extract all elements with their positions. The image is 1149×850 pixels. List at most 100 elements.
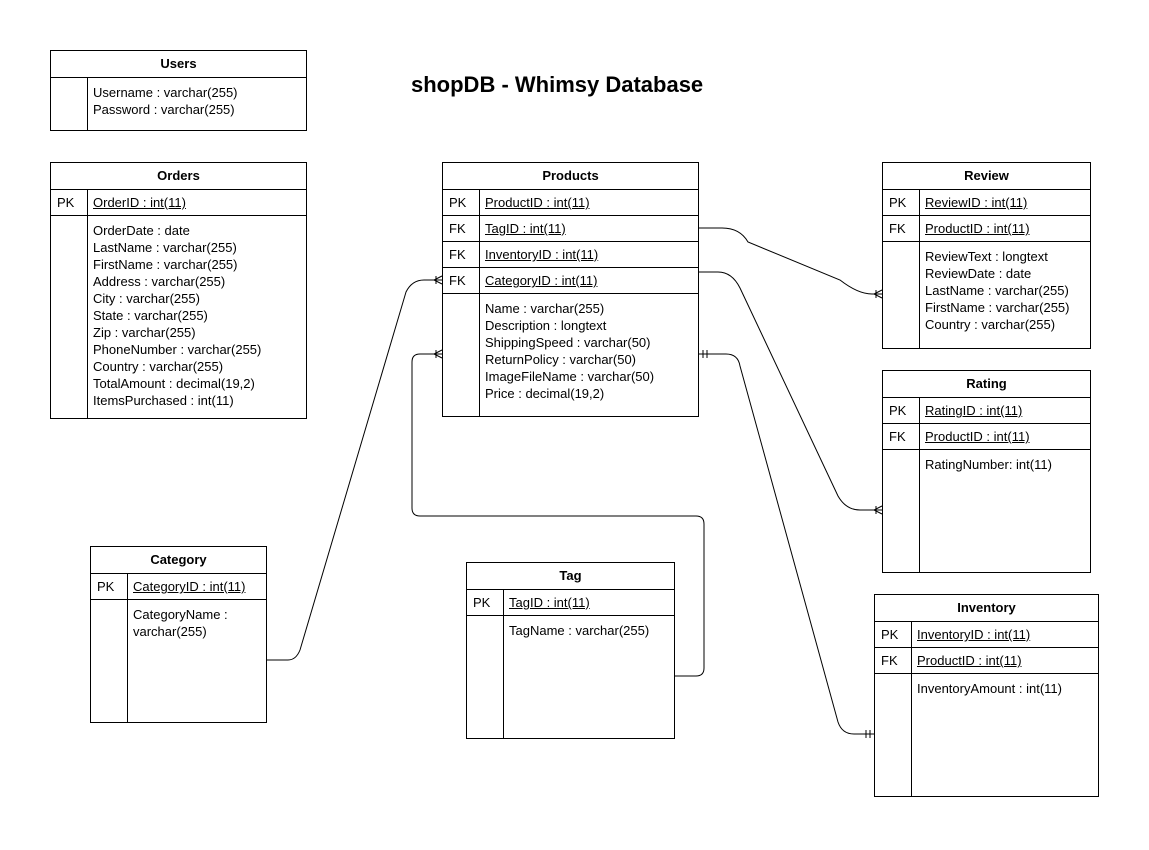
onlyone-inventory-icon xyxy=(865,730,871,738)
crowsfoot-products-category-icon xyxy=(432,275,443,285)
key-type: PK xyxy=(57,195,75,210)
key-type: PK xyxy=(97,579,115,594)
entity-title: Category xyxy=(91,547,266,574)
entity-title: Rating xyxy=(883,371,1090,398)
key-field: ProductID : int(11) xyxy=(485,195,590,210)
key-column-divider xyxy=(87,78,88,131)
key-column-divider xyxy=(87,190,88,419)
attribute-field: TotalAmount : decimal(19,2) xyxy=(93,376,255,391)
key-column-divider xyxy=(127,574,128,723)
attribute-field: InventoryAmount : int(11) xyxy=(917,681,1062,696)
attribute-field: Password : varchar(255) xyxy=(93,102,235,117)
attribute-field: FirstName : varchar(255) xyxy=(93,257,238,272)
link-category-products xyxy=(266,279,442,661)
attribute-field: ReviewDate : date xyxy=(925,266,1032,281)
key-row: FK ProductID : int(11) xyxy=(883,424,1090,450)
attribute-field: Price : decimal(19,2) xyxy=(485,386,605,401)
attribute-field: PhoneNumber : varchar(255) xyxy=(93,342,262,357)
attribute-field: ReviewText : longtext xyxy=(925,249,1048,264)
attribute-field: Country : varchar(255) xyxy=(93,359,224,374)
key-field: InventoryID : int(11) xyxy=(485,247,599,262)
key-field: ReviewID : int(11) xyxy=(925,195,1028,210)
key-row: PK ProductID : int(11) xyxy=(443,190,698,216)
attribute-field: Address : varchar(255) xyxy=(93,274,226,289)
attribute-field: Description : longtext xyxy=(485,318,607,333)
attribute-field: CategoryName : xyxy=(133,607,228,622)
key-type: PK xyxy=(889,195,907,210)
entity-title: Products xyxy=(443,163,698,190)
key-row: FK TagID : int(11) xyxy=(443,216,698,242)
link-products-inventory xyxy=(698,353,874,735)
key-row: FK InventoryID : int(11) xyxy=(443,242,698,268)
link-products-review xyxy=(698,227,882,295)
key-type: FK xyxy=(449,247,466,262)
key-field: InventoryID : int(11) xyxy=(917,627,1031,642)
key-row: PK TagID : int(11) xyxy=(467,590,674,616)
attribute-field: TagName : varchar(255) xyxy=(509,623,650,638)
attribute-field: Zip : varchar(255) xyxy=(93,325,196,340)
key-type: PK xyxy=(881,627,899,642)
entity-title: Review xyxy=(883,163,1090,190)
key-row: FK CategoryID : int(11) xyxy=(443,268,698,294)
crowsfoot-review-icon xyxy=(872,289,883,299)
crowsfoot-products-tag-icon xyxy=(432,349,443,359)
key-row: PK ReviewID : int(11) xyxy=(883,190,1090,216)
key-field: ProductID : int(11) xyxy=(917,653,1022,668)
attribute-field: Username : varchar(255) xyxy=(93,85,238,100)
key-column-divider xyxy=(919,190,920,349)
key-row: FK ProductID : int(11) xyxy=(883,216,1090,242)
key-type: FK xyxy=(889,221,906,236)
attribute-field: Country : varchar(255) xyxy=(925,317,1056,332)
attribute-field: City : varchar(255) xyxy=(93,291,200,306)
key-field: OrderID : int(11) xyxy=(93,195,186,210)
attribute-field: ImageFileName : varchar(50) xyxy=(485,369,655,384)
attribute-field: LastName : varchar(255) xyxy=(925,283,1069,298)
attribute-field: FirstName : varchar(255) xyxy=(925,300,1070,315)
entity-title: Inventory xyxy=(875,595,1098,622)
key-column-divider xyxy=(919,398,920,573)
attribute-field: State : varchar(255) xyxy=(93,308,208,323)
attribute-field: ItemsPurchased : int(11) xyxy=(93,393,234,408)
key-row: PK OrderID : int(11) xyxy=(51,190,306,216)
link-products-rating xyxy=(698,271,882,511)
key-type: PK xyxy=(473,595,491,610)
key-column-divider xyxy=(911,622,912,797)
attribute-field: RatingNumber: int(11) xyxy=(925,457,1052,472)
key-type: FK xyxy=(449,273,466,288)
attribute-field: OrderDate : date xyxy=(93,223,190,238)
key-type: FK xyxy=(449,221,466,236)
key-column-divider xyxy=(503,590,504,739)
key-type: FK xyxy=(889,429,906,444)
key-row: PK CategoryID : int(11) xyxy=(91,574,266,600)
attribute-field: Name : varchar(255) xyxy=(485,301,605,316)
crowsfoot-rating-icon xyxy=(872,505,883,515)
key-column-divider xyxy=(479,190,480,417)
onlyone-products-icon xyxy=(702,350,708,358)
attribute-field: ShippingSpeed : varchar(50) xyxy=(485,335,651,350)
key-field: ProductID : int(11) xyxy=(925,429,1030,444)
key-type: PK xyxy=(889,403,907,418)
key-field: ProductID : int(11) xyxy=(925,221,1030,236)
link-tag-products xyxy=(411,353,705,677)
entity-title: Users xyxy=(51,51,306,78)
attribute-field: LastName : varchar(255) xyxy=(93,240,237,255)
key-row: PK InventoryID : int(11) xyxy=(875,622,1098,648)
key-field: CategoryID : int(11) xyxy=(133,579,246,594)
entity-title: Orders xyxy=(51,163,306,190)
key-field: CategoryID : int(11) xyxy=(485,273,598,288)
entity-title: Tag xyxy=(467,563,674,590)
key-type: PK xyxy=(449,195,467,210)
diagram-title: shopDB - Whimsy Database xyxy=(411,72,704,97)
key-field: TagID : int(11) xyxy=(509,595,590,610)
key-field: TagID : int(11) xyxy=(485,221,566,236)
attribute-field: varchar(255) xyxy=(133,624,207,639)
